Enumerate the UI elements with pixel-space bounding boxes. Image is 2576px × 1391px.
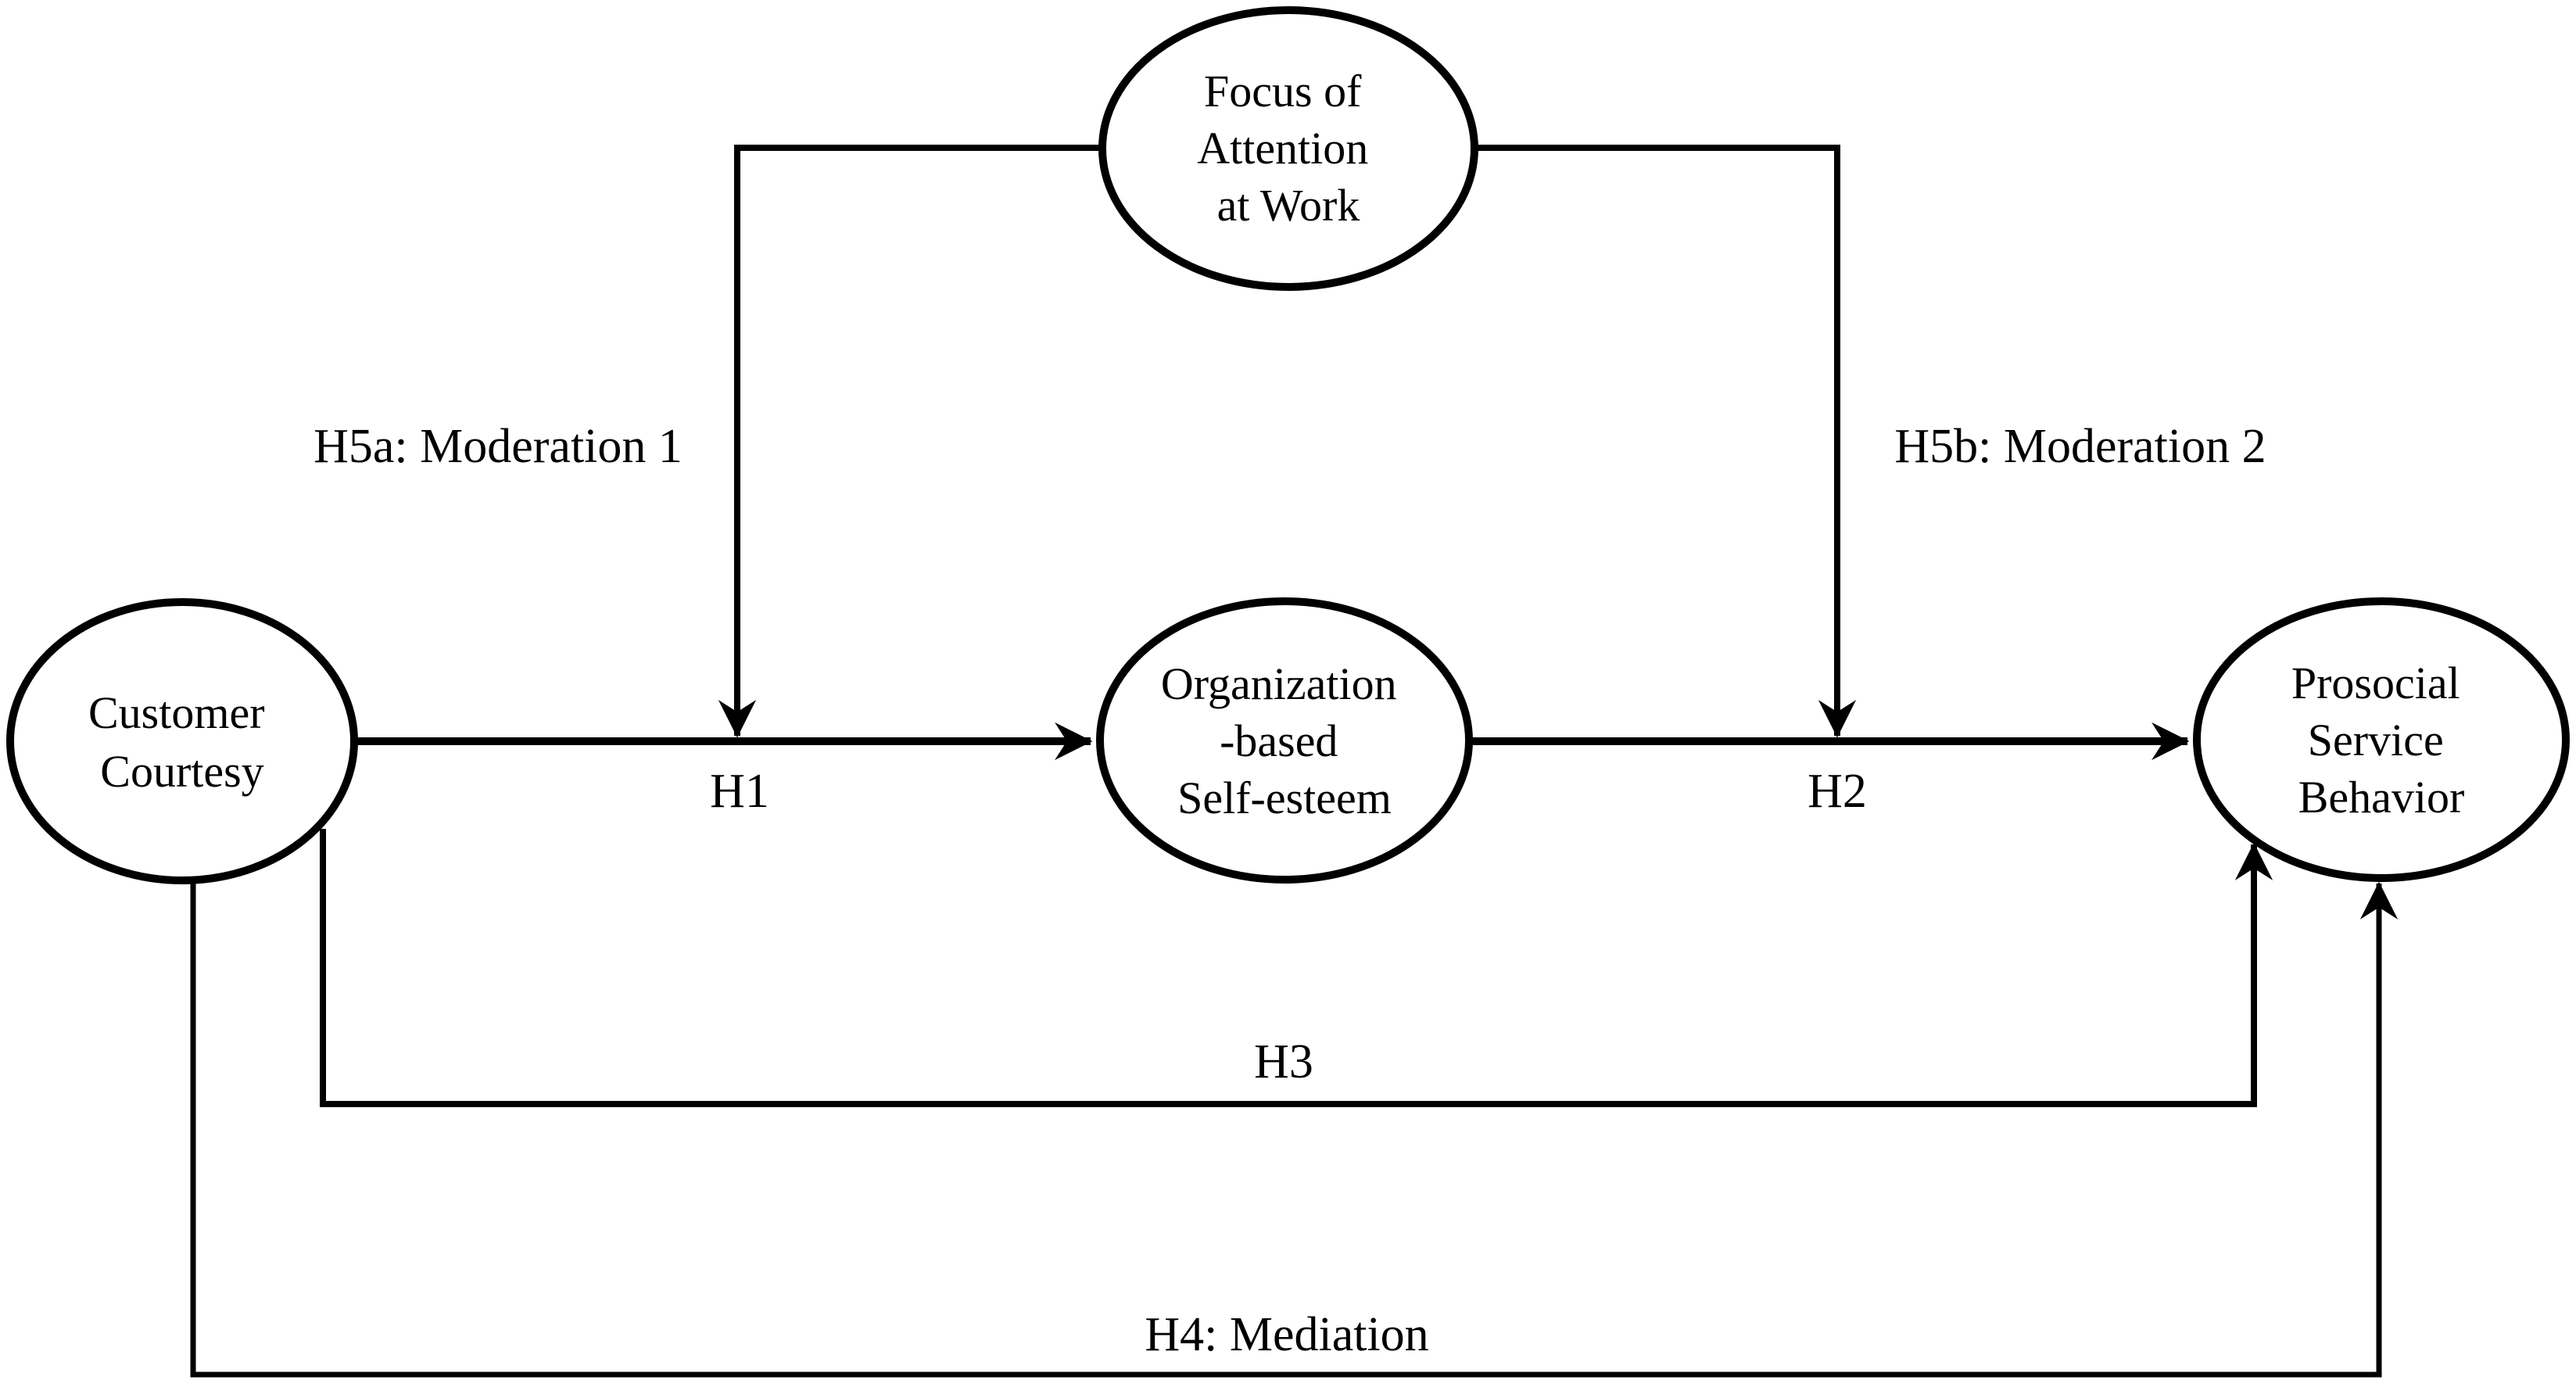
node-customer-line-2: Courtesy	[100, 746, 263, 797]
node-ellipse-organization-based-self-esteem	[1096, 597, 1473, 884]
node-focus-line-2: Attention	[1197, 123, 1368, 174]
node-ellipse-prosocial-service-behavior	[2193, 597, 2570, 882]
arrow-h5b-moderation-2	[1474, 145, 1857, 738]
node-label-prosocial-service-behavior: Prosocial Service Behavior	[2291, 658, 2471, 823]
node-label-organization-based-self-esteem: Organization -based Self-esteem	[1161, 658, 1408, 823]
edge-label-h5a: H5a: Moderation 1	[313, 420, 683, 473]
node-customer-line-1: Customer	[88, 687, 265, 738]
node-ellipse-focus-of-attention-at-work	[1098, 6, 1478, 291]
arrow-h3	[320, 829, 2273, 1107]
node-label-focus-of-attention-at-work: Focus of Attention at Work	[1197, 66, 1380, 231]
node-focus-line-1: Focus of	[1204, 66, 1362, 117]
edge-label-h5b: H5b: Moderation 2	[1894, 420, 2266, 473]
node-psb-line-3: Behavior	[2298, 772, 2465, 823]
node-focus-line-3: at Work	[1217, 180, 1360, 231]
node-psb-line-1: Prosocial	[2291, 658, 2460, 708]
arrow-h4-mediation	[190, 879, 2399, 1378]
node-psb-line-2: Service	[2308, 715, 2444, 765]
edge-label-h3: H3	[1254, 1035, 1313, 1088]
node-obse-line-2: -based	[1220, 715, 1338, 766]
edge-label-h1: H1	[710, 765, 769, 818]
node-label-customer-courtesy: Customer Courtesy	[88, 687, 276, 797]
node-obse-line-3: Self-esteem	[1177, 773, 1392, 823]
node-ellipse-customer-courtesy	[6, 598, 358, 884]
node-obse-line-1: Organization	[1161, 658, 1397, 709]
edge-label-h4: H4: Mediation	[1145, 1308, 1428, 1361]
edge-label-h2: H2	[1807, 765, 1867, 818]
arrow-h5a-moderation-1	[718, 145, 1102, 738]
